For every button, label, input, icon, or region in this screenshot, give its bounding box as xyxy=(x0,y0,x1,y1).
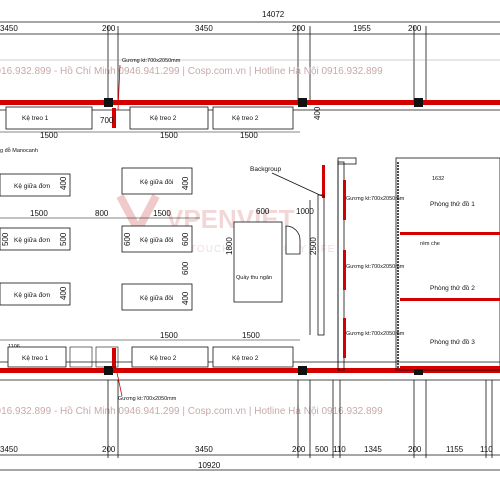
dim-1500-g: 1500 xyxy=(242,331,260,340)
svg-text:Kệ treo 1: Kệ treo 1 xyxy=(22,355,49,362)
box-small-2 xyxy=(95,346,119,368)
svg-text:Kệ giữa đơn: Kệ giữa đơn xyxy=(14,237,50,244)
dim-400-left-2: 400 xyxy=(59,286,68,300)
dim-400-top: 400 xyxy=(313,106,322,120)
dim-600-a: 600 xyxy=(123,232,132,246)
bottom-dimensions xyxy=(0,380,500,471)
mirror-label-bottom: Gương kt:700x2050mm xyxy=(118,396,177,402)
svg-text:Kệ treo 2: Kệ treo 2 xyxy=(232,115,259,122)
dim-1500-d: 1500 xyxy=(30,209,48,218)
shelf-double-3: Kệ giữa đôi xyxy=(121,283,193,311)
dim-600-cashier: 600 xyxy=(256,207,270,216)
backgroup-line xyxy=(271,172,325,336)
shelf-hanging-top-1: Kệ treo 1 xyxy=(5,106,93,130)
svg-text:Kệ giữa đôi: Kệ giữa đôi xyxy=(140,179,173,186)
dim-top-1: 3450 xyxy=(0,24,18,33)
mirror-label-1: Gương kt:700x2050mm xyxy=(346,196,405,202)
svg-text:Kệ treo 2: Kệ treo 2 xyxy=(150,355,177,362)
fitting-room-2: Phòng thử đồ 2 xyxy=(430,283,475,292)
dim-bottom-10: 110 xyxy=(480,445,493,454)
dim-400-mid-2: 400 xyxy=(181,291,190,305)
dim-500-a: 500 xyxy=(1,232,10,246)
manocanh-label: g đỗ Manocanh xyxy=(0,147,38,154)
fitting-room-1: Phòng thử đồ 1 xyxy=(430,199,475,208)
dim-bottom-3: 3450 xyxy=(195,445,213,454)
backgroup-label: Backgroup xyxy=(250,166,281,173)
dim-1500-c: 1500 xyxy=(240,131,258,140)
curtain-label: rèm che xyxy=(420,241,440,247)
top-dimensions xyxy=(0,21,500,100)
mirror-label-2: Gương kt:700x2050mm xyxy=(346,264,405,270)
shelf-single-1: Kệ giữa đơn xyxy=(0,173,71,197)
mirror-label-3: Gương kt:700x2050mm xyxy=(346,331,405,337)
dim-600-c: 600 xyxy=(181,261,190,275)
dim-1500-e: 1500 xyxy=(153,209,171,218)
svg-text:Kệ treo 2: Kệ treo 2 xyxy=(150,115,177,122)
dim-bottom-1: 3450 xyxy=(0,445,18,454)
dim-2500: 2500 xyxy=(309,237,318,255)
dim-bottom-2: 200 xyxy=(102,445,116,454)
dim-bottom-total: 10920 xyxy=(198,461,221,470)
cashier-counter: Quầy thu ngân xyxy=(233,221,301,303)
dim-1500-a: 1500 xyxy=(40,131,58,140)
dim-top-total: 14072 xyxy=(262,10,285,19)
shelf-single-3: Kệ giữa đơn xyxy=(0,282,71,306)
dim-top-6: 200 xyxy=(408,24,422,33)
dim-1000: 1000 xyxy=(296,207,314,216)
svg-text:Kệ giữa đơn: Kệ giữa đơn xyxy=(14,183,50,190)
dim-600-b: 600 xyxy=(181,232,190,246)
dim-bottom-6: 110 xyxy=(333,445,346,454)
watermark-line-bottom: 0916.932.899 - Hồ Chí Minh 0946.941.299 … xyxy=(0,405,383,417)
dim-1500-f: 1500 xyxy=(160,331,178,340)
shelf-hanging-bottom-3: Kệ treo 2 xyxy=(212,346,294,368)
shelf-hanging-bottom-2: Kệ treo 2 xyxy=(131,346,209,368)
dim-400-mid: 400 xyxy=(181,176,190,190)
mirror-label-top: Gương kt:700x2050mm xyxy=(122,58,181,64)
shelf-double-2: Kệ giữa đôi xyxy=(121,225,193,253)
dim-500-b: 500 xyxy=(59,232,68,246)
box-small-1 xyxy=(69,346,93,368)
dim-700: 700 xyxy=(100,116,114,125)
dim-800: 800 xyxy=(95,209,109,218)
dim-1632: 1632 xyxy=(432,176,444,182)
svg-text:Kệ giữa đơn: Kệ giữa đơn xyxy=(14,292,50,299)
dim-top-4: 200 xyxy=(292,24,306,33)
svg-text:Kệ giữa đôi: Kệ giữa đôi xyxy=(140,295,173,302)
dim-400-left: 400 xyxy=(59,176,68,190)
shelf-double-1: Kệ giữa đôi xyxy=(121,167,193,195)
dim-bottom-4: 200 xyxy=(292,445,306,454)
dim-1500-b: 1500 xyxy=(160,131,178,140)
dim-bottom-9: 1155 xyxy=(446,445,464,454)
shelf-hanging-top-2: Kệ treo 2 xyxy=(129,106,209,130)
svg-text:Kệ giữa đôi: Kệ giữa đôi xyxy=(140,237,173,244)
watermark-line-top: 0916.932.899 - Hồ Chí Minh 0946.941.299 … xyxy=(0,65,383,77)
shelf-hanging-top-3: Kệ treo 2 xyxy=(212,106,294,130)
dim-bottom-5: 500 xyxy=(315,445,329,454)
dim-bottom-8: 200 xyxy=(408,445,422,454)
dim-top-3: 3450 xyxy=(195,24,213,33)
shelf-single-2: Kệ giữa đơn xyxy=(0,227,71,251)
dim-bottom-7: 1345 xyxy=(364,445,382,454)
svg-text:Kệ treo 2: Kệ treo 2 xyxy=(232,355,259,362)
shelf-hanging-bottom-1: Kệ treo 1 xyxy=(7,346,67,368)
svg-text:Quầy thu ngân: Quầy thu ngân xyxy=(236,275,272,281)
svg-text:Kệ treo 1: Kệ treo 1 xyxy=(22,115,49,122)
fitting-room-3: Phòng thử đồ 3 xyxy=(430,337,475,346)
dim-top-2: 200 xyxy=(102,24,116,33)
dim-top-5: 1955 xyxy=(353,24,371,33)
dim-1800: 1800 xyxy=(225,237,234,255)
